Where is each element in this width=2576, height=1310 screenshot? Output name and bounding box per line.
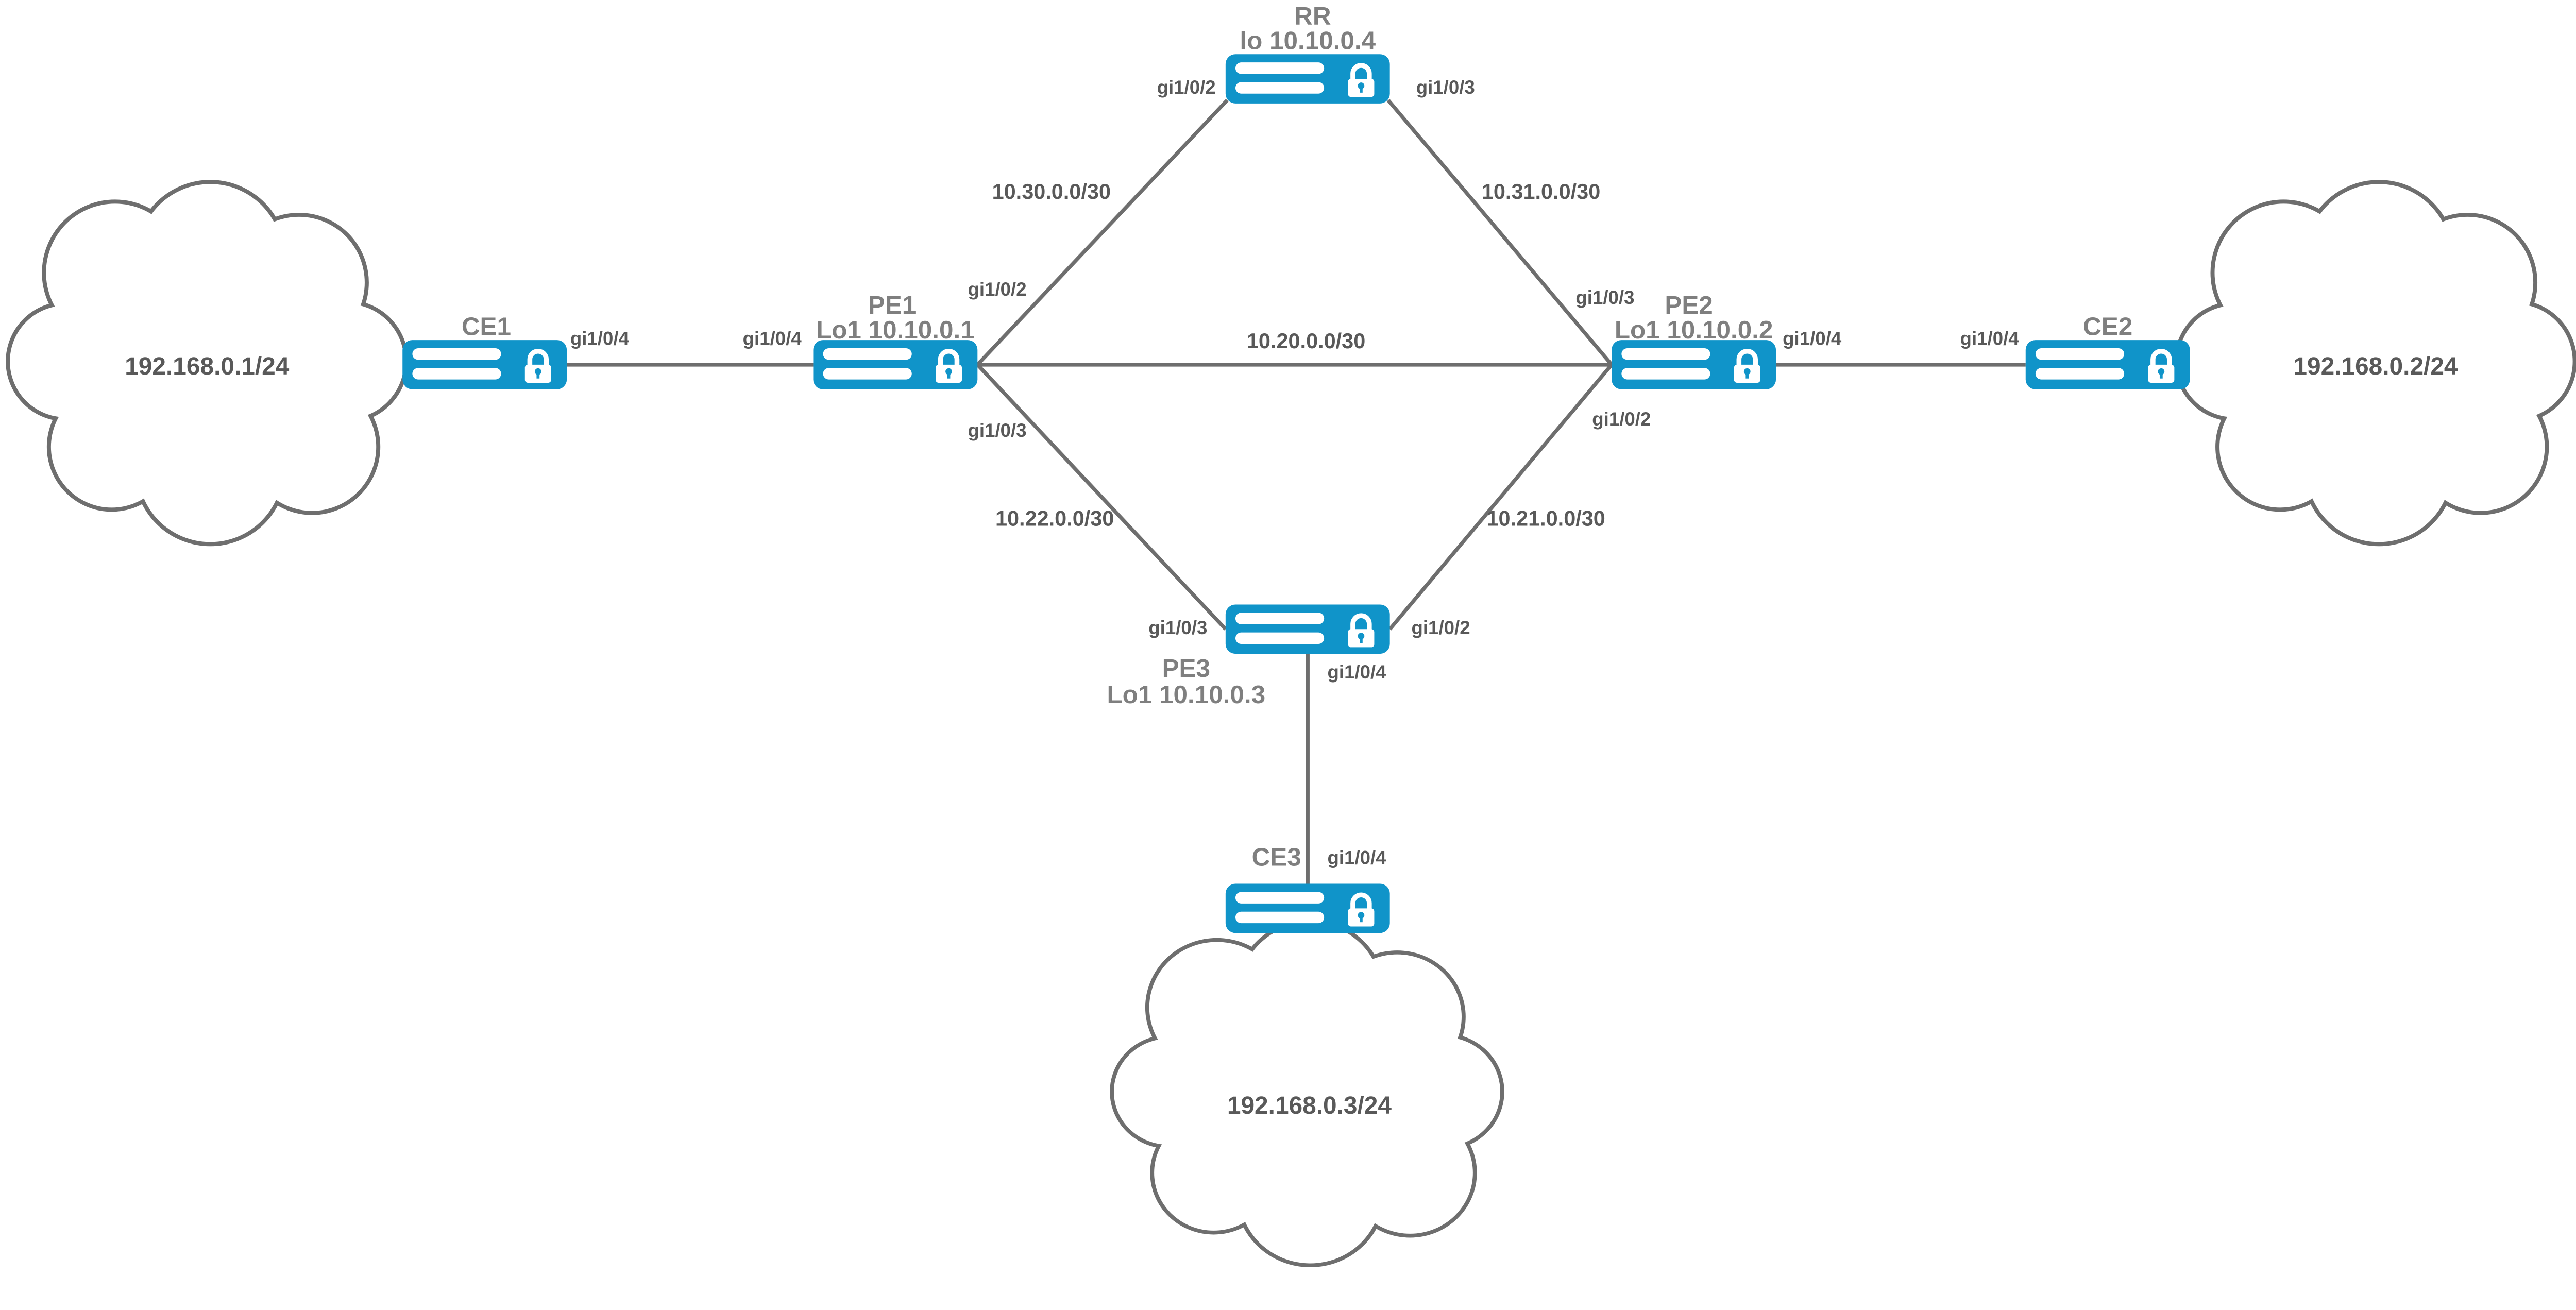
if-label-pe3-gi104: gi1/0/4	[1328, 661, 1387, 683]
customer-cloud-bottom: 192.168.0.3/24	[1114, 923, 1500, 1263]
router-icon	[402, 340, 567, 389]
subnet-label-pe2-pe3: 10.21.0.0/30	[1486, 506, 1605, 530]
link-pe2-pe3	[1388, 363, 1613, 631]
link-rr-pe2	[1386, 99, 1613, 366]
if-label-pe2-gi103: gi1/0/3	[1575, 287, 1634, 308]
network-topology-diagram: 192.168.0.1/24 192.168.0.2/24 192.168.0.…	[6, 2, 2576, 1268]
router-pe1: PE1 Lo1 10.10.0.1	[813, 291, 977, 389]
subnet-label-pe1-pe2: 10.20.0.0/30	[1247, 329, 1365, 353]
links-layer	[567, 98, 2026, 884]
router-icon	[2026, 340, 2190, 389]
subnet-label-pe1-rr: 10.30.0.0/30	[992, 179, 1111, 203]
router-icon	[813, 340, 977, 389]
subnet-label-pe1-pe3: 10.22.0.0/30	[995, 506, 1114, 530]
router-pe3-title: PE3	[1162, 654, 1210, 683]
router-pe1-loopback: Lo1 10.10.0.1	[816, 316, 975, 344]
router-ce3-title: CE3	[1252, 843, 1301, 871]
if-label-ce1-gi104: gi1/0/4	[570, 328, 630, 349]
router-ce2: CE2	[2026, 313, 2190, 389]
router-rr-loopback: lo 10.10.0.4	[1240, 27, 1376, 55]
if-label-pe2-gi104: gi1/0/4	[1783, 328, 1842, 349]
link-pe1-rr	[976, 98, 1229, 366]
router-pe3: PE3 Lo1 10.10.0.3	[1107, 604, 1390, 709]
cloud-right-label: 192.168.0.2/24	[2293, 353, 2458, 380]
if-label-pe1-gi103: gi1/0/3	[968, 420, 1027, 441]
interface-labels-layer: gi1/0/4 gi1/0/4 gi1/0/2 gi1/0/3 gi1/0/2 …	[570, 77, 2019, 869]
if-label-pe1-gi102: gi1/0/2	[968, 279, 1027, 300]
router-pe3-loopback: Lo1 10.10.0.3	[1107, 680, 1265, 709]
router-icon	[1612, 340, 1776, 389]
if-label-pe3-gi103: gi1/0/3	[1148, 617, 1207, 638]
router-rr-title: RR	[1294, 2, 1331, 30]
if-label-pe1-gi104: gi1/0/4	[743, 328, 802, 349]
if-label-rr-gi103: gi1/0/3	[1416, 77, 1475, 98]
customer-cloud-right: 192.168.0.2/24	[2178, 184, 2572, 542]
router-pe1-title: PE1	[868, 291, 916, 319]
subnet-labels-layer: 10.30.0.0/30 10.31.0.0/30 10.20.0.0/30 1…	[992, 179, 1605, 531]
router-pe2-title: PE2	[1665, 291, 1713, 319]
router-ce1: CE1	[402, 313, 567, 389]
router-icon	[1226, 54, 1390, 104]
if-label-ce2-gi104: gi1/0/4	[1960, 328, 2020, 349]
subnet-label-rr-pe2: 10.31.0.0/30	[1482, 179, 1600, 203]
if-label-ce3-gi104: gi1/0/4	[1328, 847, 1387, 868]
router-pe2-loopback: Lo1 10.10.0.2	[1615, 316, 1773, 344]
router-icon	[1226, 604, 1390, 654]
customer-cloud-left: 192.168.0.1/24	[10, 184, 404, 542]
router-ce1-title: CE1	[462, 313, 511, 341]
if-label-pe3-gi102: gi1/0/2	[1412, 617, 1470, 638]
router-pe2: PE2 Lo1 10.10.0.2	[1612, 291, 1776, 389]
router-ce2-title: CE2	[2083, 313, 2132, 341]
cloud-bottom-label: 192.168.0.3/24	[1227, 1092, 1392, 1119]
router-rr: RR lo 10.10.0.4	[1226, 2, 1390, 104]
router-ce3: CE3	[1226, 843, 1390, 933]
router-icon	[1226, 884, 1390, 933]
if-label-rr-gi102: gi1/0/2	[1157, 77, 1216, 98]
if-label-pe2-gi102: gi1/0/2	[1592, 409, 1651, 430]
cloud-left-label: 192.168.0.1/24	[125, 353, 290, 380]
link-pe1-pe3	[976, 363, 1227, 631]
